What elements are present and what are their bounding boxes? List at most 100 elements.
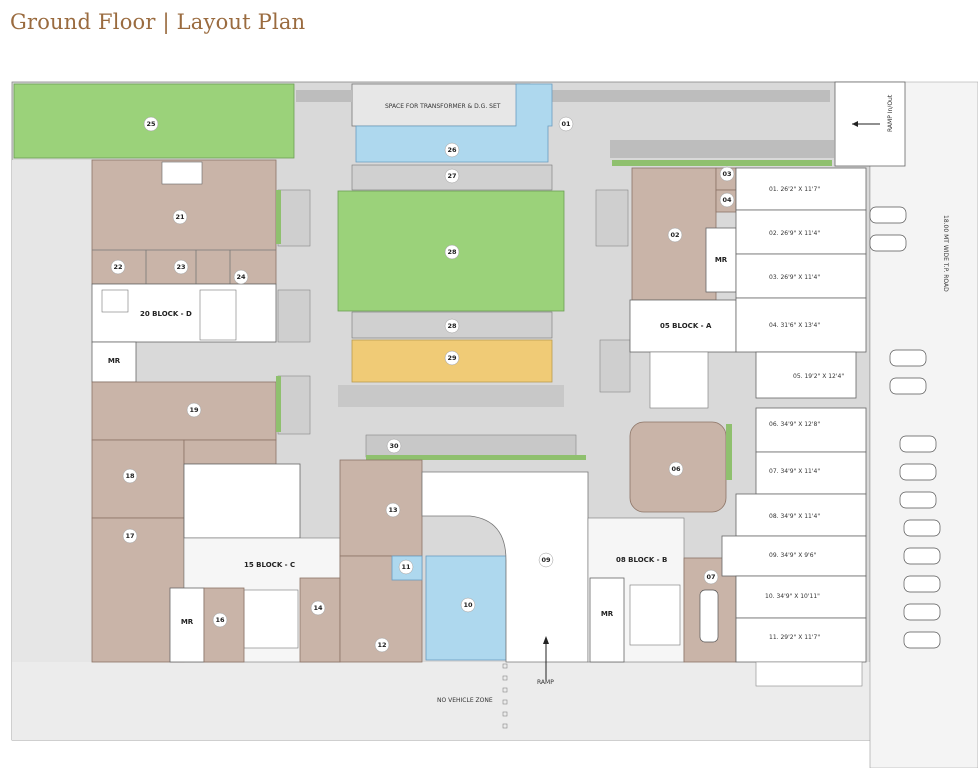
left-driveway [12, 160, 92, 740]
block-c-lobby [183, 463, 301, 539]
marker-circle [310, 600, 326, 616]
ramp-arrow-head [852, 121, 858, 127]
staircase-a [649, 351, 709, 409]
marker-label: 24 [236, 273, 246, 281]
marker-circle [719, 192, 735, 208]
shop-02-label: 02. 26'9" X 11'4" [769, 230, 820, 237]
staircase-b [629, 584, 681, 646]
marker-label: 30 [389, 442, 399, 450]
marker-circle [668, 461, 684, 477]
shop-03-label: 03. 26'9" X 11'4" [769, 274, 820, 281]
amenity-13 [339, 459, 423, 557]
walkway [338, 385, 564, 407]
marker-label: 21 [175, 213, 185, 221]
two-wheeler-parking [755, 661, 863, 687]
block-b-label: 08 BLOCK - B [616, 556, 667, 564]
marker-circle [122, 528, 138, 544]
page-title: Ground Floor | Layout Plan [10, 10, 306, 34]
water-feature-26 [355, 83, 553, 163]
car-icon [899, 491, 937, 509]
amenity-18 [91, 439, 185, 519]
marker-label: 06 [671, 465, 681, 473]
car-icon [869, 206, 907, 224]
ramp-in-out-label: RAMP In/Out [887, 94, 894, 132]
marker-circle [667, 227, 683, 243]
block-d-label: 20 BLOCK - D [140, 310, 192, 318]
shop-09 [721, 535, 867, 577]
shop-01 [735, 167, 867, 211]
marker-label: 17 [125, 532, 134, 540]
shop-06-label: 06. 34'9" X 12'8" [769, 421, 820, 428]
mr-d-label: MR [108, 357, 121, 365]
transformer-label: SPACE FOR TRANSFORMER & D.G. SET [385, 103, 501, 110]
hedge [726, 424, 732, 480]
marker-label: 12 [377, 641, 386, 649]
ramp-arrow-head [543, 636, 549, 644]
car-icon [899, 435, 937, 453]
mr-c [169, 587, 205, 663]
car-icon [903, 547, 941, 565]
mr-c-label: MR [181, 618, 194, 626]
marker-circle [444, 244, 460, 260]
shop-01-label: 01. 26'2" X 11'7" [769, 186, 820, 193]
block-a-core [629, 299, 737, 353]
marker-label: 18 [125, 472, 135, 480]
shop-08 [735, 493, 867, 537]
planter [296, 90, 352, 102]
shop-07 [755, 451, 867, 495]
marker-circle [172, 209, 188, 225]
marker-circle [460, 597, 476, 613]
amenity-19 [91, 381, 277, 441]
shop-11 [735, 617, 867, 663]
shop-04 [735, 297, 867, 353]
marker-label: 14 [313, 604, 323, 612]
marker-label: 16 [215, 616, 225, 624]
amenity-18-ext [183, 439, 277, 465]
car-icon [889, 349, 927, 367]
mr-b [589, 577, 625, 663]
marker-label: 13 [388, 506, 397, 514]
parked-cars [869, 206, 941, 649]
shop-05-label: 05. 19'2" X 12'4" [793, 373, 844, 380]
marker-circle [212, 612, 228, 628]
hedge [612, 160, 832, 166]
marker-label: 23 [176, 263, 185, 271]
lift [101, 289, 129, 313]
shop-08-label: 08. 34'9" X 11'4" [769, 513, 820, 520]
ramp-09 [421, 471, 589, 663]
front-setback [12, 662, 870, 740]
road [869, 81, 978, 768]
marker-label: 22 [113, 263, 122, 271]
planter-box [595, 189, 629, 247]
marker-label: 19 [189, 406, 199, 414]
car-icon [889, 377, 927, 395]
car-icon [903, 603, 941, 621]
shop-02 [735, 209, 867, 255]
shop-05 [755, 351, 857, 399]
mr-a-label: MR [715, 256, 728, 264]
marker-circle [719, 166, 735, 182]
staircase-c [243, 589, 299, 649]
marker-label: 28 [447, 322, 457, 330]
hedge [366, 455, 586, 460]
marker-label: 11 [401, 563, 411, 571]
shop-09-label: 09. 34'9" X 9'6" [769, 552, 817, 559]
hedge [276, 190, 281, 244]
marker-label: 04 [722, 196, 732, 204]
road-label: 18.00 MT WIDE T.P. ROAD [942, 215, 949, 292]
marker-circle [122, 468, 138, 484]
marker-circle [173, 259, 189, 275]
marker-circle [444, 142, 460, 158]
shop-03 [735, 253, 867, 299]
car-icon [869, 234, 907, 252]
marker-label: 09 [541, 556, 551, 564]
marker-label: 26 [447, 146, 457, 154]
mr-b-label: MR [601, 610, 614, 618]
shop-06 [755, 407, 867, 453]
marker-circle [143, 116, 159, 132]
void [161, 161, 203, 185]
car-icon [899, 463, 937, 481]
marker-label: 07 [706, 573, 715, 581]
marker-circle [444, 318, 460, 334]
